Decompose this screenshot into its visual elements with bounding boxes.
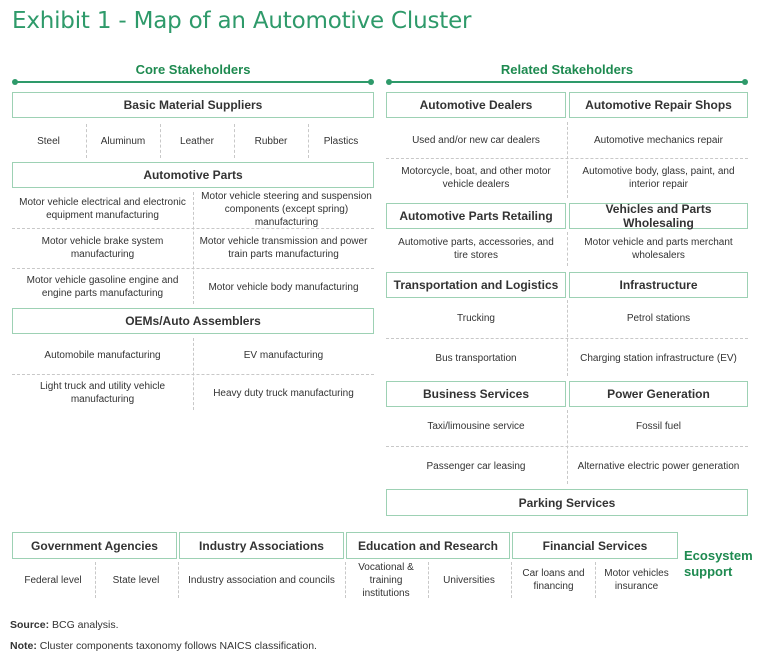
vehicles-parts-wholesaling-header: Vehicles and Parts Wholesaling — [569, 202, 748, 230]
divider — [567, 122, 568, 198]
source-label: Source: — [10, 619, 50, 631]
basic-item: Rubber — [254, 135, 288, 147]
rule-dot — [12, 79, 18, 85]
automotive-repair-shops-header: Automotive Repair Shops — [569, 92, 748, 118]
industry-associations-header: Industry Associations — [179, 532, 344, 559]
transport-item: Bus transportation — [435, 352, 517, 364]
divider — [595, 562, 596, 598]
divider — [567, 232, 568, 266]
divider — [193, 192, 194, 304]
business-services-header: Business Services — [386, 381, 566, 407]
ecosystem-support-label: Ecosystem support — [684, 548, 753, 580]
parts-item: Motor vehicle transmission and power tra… — [199, 236, 368, 260]
rule-dot — [742, 79, 748, 85]
basic-item: Leather — [180, 135, 214, 147]
divider — [95, 562, 96, 598]
related-rule — [386, 79, 748, 85]
power-item: Fossil fuel — [635, 420, 681, 432]
financial-services-header: Financial Services — [512, 532, 678, 559]
automotive-parts-header: Automotive Parts — [12, 162, 374, 188]
power-generation-header: Power Generation — [569, 381, 748, 407]
fin-item: Car loans and financing — [522, 568, 585, 592]
note-text: Cluster components taxonomy follows NAIC… — [39, 640, 317, 652]
divider — [567, 300, 568, 376]
rule-dot — [386, 79, 392, 85]
automotive-parts-retailing-header: Automotive Parts Retailing — [386, 203, 566, 229]
parking-services-header: Parking Services — [386, 489, 748, 516]
basic-item: Steel — [37, 135, 60, 147]
parts-item: Motor vehicle gasoline engine and engine… — [26, 275, 179, 299]
business-item: Taxi/limousine service — [427, 420, 525, 432]
divider — [428, 562, 429, 598]
oem-item: Light truck and utility vehicle manufact… — [39, 381, 166, 405]
ecosystem-label-line2: support — [684, 564, 733, 579]
edu-item: Universities — [443, 574, 495, 586]
page-title: Exhibit 1 - Map of an Automotive Cluster — [12, 8, 472, 34]
divider — [178, 562, 179, 598]
source-note: Source: BCG analysis. — [10, 619, 119, 631]
oem-item: Automobile manufacturing — [44, 349, 161, 361]
core-stakeholders-heading: Core Stakeholders — [135, 62, 251, 77]
gov-item: State level — [112, 574, 160, 586]
ecosystem-label-line1: Ecosystem — [684, 548, 753, 563]
retailing-item: Automotive parts, accessories, and tire … — [398, 237, 554, 261]
footnote: Note: Cluster components taxonomy follow… — [10, 640, 317, 652]
edu-item: Vocational & training institutions — [358, 561, 414, 599]
education-research-header: Education and Research — [346, 532, 510, 559]
parts-item: Motor vehicle brake system manufacturing — [41, 236, 164, 260]
basic-item: Plastics — [323, 135, 359, 147]
infra-item: Petrol stations — [626, 312, 691, 324]
infrastructure-header: Infrastructure — [569, 272, 748, 298]
parts-item: Motor vehicle steering and suspension co… — [201, 190, 372, 228]
government-agencies-header: Government Agencies — [12, 532, 177, 559]
transport-item: Trucking — [457, 312, 495, 324]
basic-material-suppliers-header: Basic Material Suppliers — [12, 92, 374, 118]
fin-item: Motor vehicles insurance — [604, 568, 669, 592]
divider — [511, 562, 512, 598]
parts-item: Motor vehicle body manufacturing — [208, 281, 359, 293]
divider — [345, 562, 346, 598]
related-stakeholders-heading: Related Stakeholders — [500, 62, 634, 77]
divider — [567, 410, 568, 484]
dealers-item: Motorcycle, boat, and other motor vehicl… — [401, 166, 551, 190]
divider — [160, 124, 161, 158]
dealers-item: Used and/or new car dealers — [412, 134, 540, 146]
divider — [86, 124, 87, 158]
divider — [308, 124, 309, 158]
divider — [234, 124, 235, 158]
oems-header: OEMs/Auto Assemblers — [12, 308, 374, 334]
rule-dot — [368, 79, 374, 85]
note-label: Note: — [10, 640, 37, 652]
transportation-logistics-header: Transportation and Logistics — [386, 272, 566, 298]
core-rule — [12, 79, 374, 85]
assoc-item: Industry association and councils — [188, 574, 335, 586]
business-item: Passenger car leasing — [426, 460, 526, 472]
source-text: BCG analysis. — [52, 619, 119, 631]
wholesaling-item: Motor vehicle and parts merchant wholesa… — [584, 237, 733, 261]
parts-item: Motor vehicle electrical and electronic … — [19, 197, 186, 221]
divider — [193, 338, 194, 410]
automotive-dealers-header: Automotive Dealers — [386, 92, 566, 118]
basic-item: Aluminum — [100, 135, 146, 147]
oem-item: Heavy duty truck manufacturing — [213, 387, 354, 399]
infra-item: Charging station infrastructure (EV) — [580, 352, 737, 364]
repair-item: Automotive body, glass, paint, and inter… — [582, 166, 735, 190]
repair-item: Automotive mechanics repair — [594, 134, 723, 146]
oem-item: EV manufacturing — [243, 349, 324, 361]
gov-item: Federal level — [24, 574, 82, 586]
power-item: Alternative electric power generation — [577, 460, 740, 472]
